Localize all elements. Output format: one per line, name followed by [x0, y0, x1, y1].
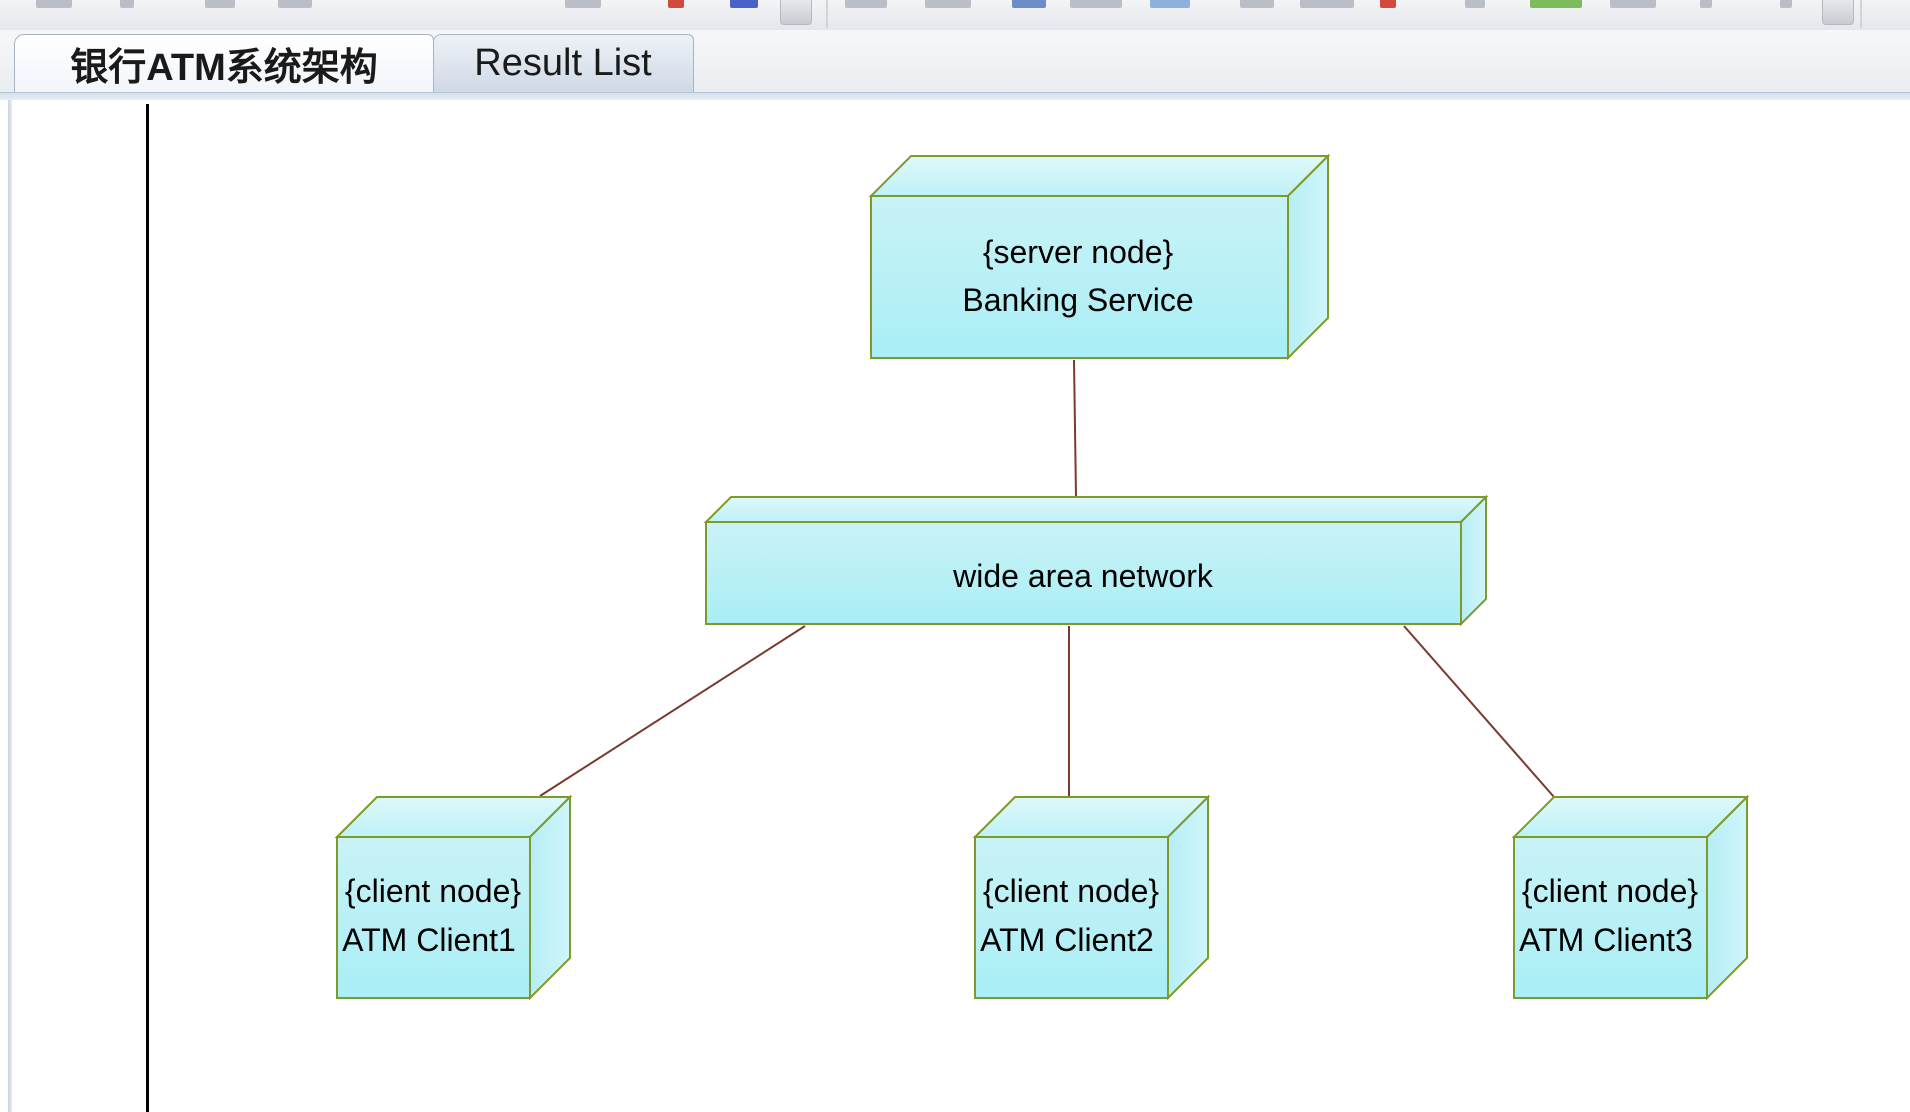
node-front-face: [974, 836, 1169, 999]
toolbar-button[interactable]: [925, 0, 971, 8]
toolbar-dropdown[interactable]: [780, 0, 812, 25]
toolbar-button[interactable]: [36, 0, 72, 8]
tab-bar: 银行ATM系统架构 Result List: [0, 30, 1910, 100]
blue-circle-icon[interactable]: [730, 0, 758, 8]
node-front-face: [705, 521, 1462, 625]
toolbar-button[interactable]: [1012, 0, 1046, 8]
toolbar-separator: [1860, 0, 1862, 28]
node-top-face: [703, 496, 1489, 523]
network-name: wide area network: [952, 558, 1214, 594]
toolbar-button[interactable]: [1300, 0, 1354, 8]
toolbar-button[interactable]: [845, 0, 887, 8]
link-server-network[interactable]: [1073, 359, 1077, 498]
client-stereotype: {client node}: [983, 873, 1159, 909]
toolbar-button[interactable]: [1240, 0, 1274, 8]
client-node-1[interactable]: {client node} ATM Client1: [334, 794, 573, 1001]
network-node[interactable]: wide area network: [703, 494, 1489, 627]
tab-label: Result List: [474, 42, 652, 84]
client-name: ATM Client2: [980, 922, 1154, 958]
toolbar-button[interactable]: [1380, 0, 1396, 8]
node-front-face: [336, 836, 531, 999]
server-name: Banking Service: [962, 282, 1193, 318]
client-stereotype: {client node}: [1522, 873, 1698, 909]
client-name: ATM Client1: [342, 922, 516, 958]
tab-diagram[interactable]: 银行ATM系统架构: [14, 34, 434, 92]
canvas-margin-line: [146, 104, 149, 1112]
canvas-frame: [8, 100, 12, 1112]
node-top-face: [868, 155, 1331, 197]
client-name: ATM Client3: [1519, 922, 1693, 958]
toolbar-dropdown[interactable]: [1822, 0, 1854, 25]
toolbar-button[interactable]: [1610, 0, 1656, 8]
toolbar-button[interactable]: [1530, 0, 1582, 8]
toolbar-button[interactable]: [1700, 0, 1712, 8]
client-node-2[interactable]: {client node} ATM Client2: [972, 794, 1211, 1001]
toolbar-button[interactable]: [1150, 0, 1190, 8]
link-network-client3[interactable]: [1403, 625, 1555, 798]
link-network-client1[interactable]: [539, 625, 806, 797]
client-stereotype: {client node}: [345, 873, 521, 909]
tab-underline: [0, 92, 1910, 101]
client-node-3[interactable]: {client node} ATM Client3: [1511, 794, 1750, 1001]
toolbar-button[interactable]: [565, 0, 601, 8]
toolbar-button[interactable]: [1465, 0, 1485, 8]
toolbar-separator: [826, 0, 828, 28]
toolbar-button[interactable]: [205, 0, 235, 8]
red-circle-icon[interactable]: [668, 0, 684, 8]
toolbar-button[interactable]: [1780, 0, 1792, 8]
toolbar-button[interactable]: [120, 0, 134, 8]
node-front-face: [870, 195, 1289, 359]
tab-label: 银行ATM系统架构: [70, 47, 378, 89]
node-front-face: [1513, 836, 1708, 999]
toolbar-button[interactable]: [1070, 0, 1122, 8]
toolbar: [0, 0, 1910, 31]
server-node[interactable]: {server node} Banking Service: [868, 153, 1331, 361]
toolbar-button[interactable]: [278, 0, 312, 8]
server-stereotype: {server node}: [983, 234, 1174, 270]
tab-result-list[interactable]: Result List: [432, 34, 694, 92]
